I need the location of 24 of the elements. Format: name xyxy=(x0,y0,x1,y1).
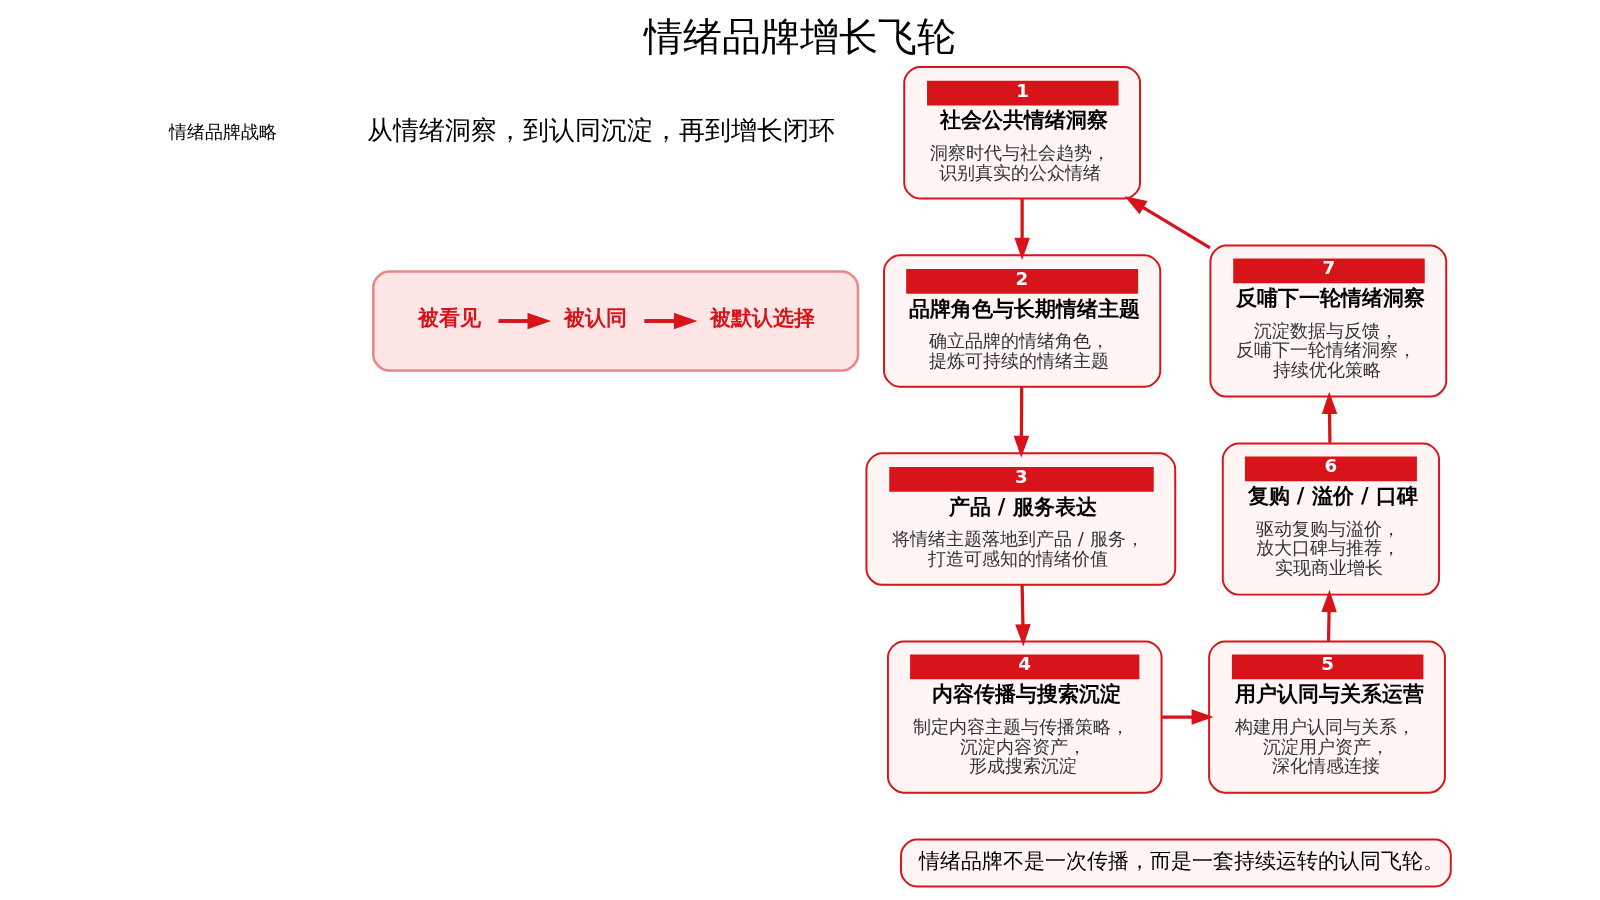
node-box: 4 内容传播与搜索沉淀 制定内容主题与传播策略，沉淀内容资产，形成搜索沉淀 xyxy=(886,640,1163,794)
cluster xyxy=(372,270,860,372)
node-box: 情绪品牌不是一次传播，而是一套持续运转的认同飞轮。 xyxy=(900,838,1452,888)
label: 情绪品牌战略 xyxy=(169,120,278,142)
arrow xyxy=(1321,391,1338,443)
node-box: 7 反哺下一轮情绪洞察 沉淀数据与反馈，反哺下一轮情绪洞察，持续优化策略 xyxy=(1209,244,1448,398)
node-box: 2 品牌角色与长期情绪主题 确立品牌的情绪角色，提炼可持续的情绪主题 xyxy=(883,254,1162,388)
arrow xyxy=(498,312,552,330)
node-text: 被看见 xyxy=(417,305,481,330)
node-text: 被默认选择 xyxy=(710,305,816,330)
node-text: 被认同 xyxy=(563,305,627,330)
node-box: 1 社会公共情绪洞察 洞察时代与社会趋势，识别真实的公众情绪 xyxy=(903,65,1142,200)
arrow xyxy=(1014,199,1030,261)
label: 从情绪洞察，到认同沉淀，再到增长闭环 xyxy=(367,115,836,146)
arrow xyxy=(1013,386,1030,458)
arrow xyxy=(1015,584,1031,647)
arrow xyxy=(1124,196,1211,250)
arrow xyxy=(644,312,698,330)
arrow xyxy=(1321,589,1337,641)
node-box: 6 复购 / 溢价 / 口碑 驱动复购与溢价，放大口碑与推荐，实现商业增长 xyxy=(1221,442,1441,596)
node-box: 5 用户认同与关系运营 构建用户认同与关系，沉淀用户资产，深化情感连接 xyxy=(1208,640,1446,794)
diagram-title: 情绪品牌增长飞轮 xyxy=(644,14,956,60)
arrow xyxy=(1161,709,1214,725)
node-box: 3 产品 / 服务表达 将情绪主题落地到产品 / 服务，打造可感知的情绪价值 xyxy=(865,452,1177,586)
